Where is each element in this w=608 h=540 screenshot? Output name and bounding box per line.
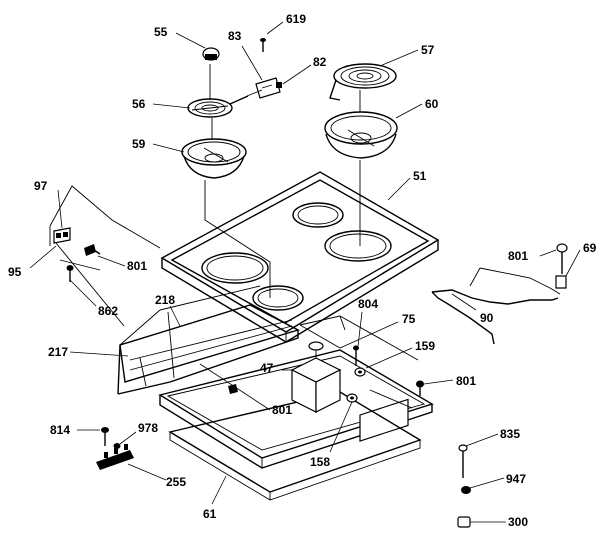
washer-947 [461, 486, 471, 494]
surface-unit-57 [329, 63, 397, 101]
label-83: 83 [228, 29, 242, 43]
label-814: 814 [50, 423, 70, 437]
front-rail-217 [117, 285, 300, 395]
grommet-158 [346, 393, 358, 403]
label-51: 51 [413, 169, 427, 183]
screw-619 [260, 38, 266, 52]
screw-801-left [84, 244, 101, 256]
screw-801-top-right [556, 243, 568, 274]
label-255: 255 [166, 475, 186, 489]
cooktop-top-51 [160, 171, 440, 343]
terminal-block-47 [290, 341, 342, 413]
label-947: 947 [506, 472, 526, 486]
bracket-97 [53, 227, 71, 244]
drip-pan-59 [181, 138, 247, 179]
label-97: 97 [34, 179, 48, 193]
label-159: 159 [415, 339, 435, 353]
label-60: 60 [425, 97, 439, 111]
label-90: 90 [480, 311, 494, 325]
label-158: 158 [310, 455, 330, 469]
clip-862 [66, 265, 74, 282]
screw-801-front [228, 384, 238, 394]
label-804: 804 [358, 297, 378, 311]
label-801c: 801 [456, 374, 476, 388]
label-59: 59 [132, 137, 146, 151]
left-side-frame [49, 185, 161, 327]
screw-814 [101, 427, 109, 446]
label-300: 300 [508, 515, 528, 529]
label-82: 82 [313, 55, 327, 69]
bottom-plate-61 [168, 391, 422, 501]
terminal-strip-255 [96, 444, 134, 470]
label-801a: 801 [127, 259, 147, 273]
drip-pan-60 [324, 111, 398, 159]
bolt-835 [458, 444, 468, 478]
label-835: 835 [500, 427, 520, 441]
wire-90 [431, 267, 561, 345]
bracket-69 [555, 275, 567, 289]
grommet-159 [354, 367, 366, 377]
surface-unit-56 [187, 95, 249, 118]
label-95: 95 [8, 265, 22, 279]
label-57: 57 [421, 43, 435, 57]
screw-801-right [416, 380, 424, 396]
label-47: 47 [260, 361, 274, 375]
label-69: 69 [583, 241, 597, 255]
alignment-lines [204, 64, 361, 298]
part-labels: 55 83 619 82 57 56 60 59 51 97 801 95 86… [8, 12, 597, 529]
label-978: 978 [138, 421, 158, 435]
leader-lines [29, 21, 581, 523]
label-862: 862 [98, 304, 118, 318]
screw-804 [353, 345, 359, 366]
label-801d: 801 [272, 403, 292, 417]
label-217: 217 [48, 345, 68, 359]
nut-300 [457, 516, 471, 528]
label-56: 56 [132, 97, 146, 111]
label-75: 75 [402, 312, 416, 326]
label-801b: 801 [508, 249, 528, 263]
support-75 [299, 315, 419, 361]
knob-55 [202, 47, 220, 61]
label-61: 61 [203, 507, 217, 521]
receptacle-83 [255, 77, 282, 99]
washer-978 [113, 443, 121, 449]
label-619: 619 [286, 12, 306, 26]
label-218: 218 [155, 293, 175, 307]
bottom-pan [158, 349, 434, 469]
label-55: 55 [154, 25, 168, 39]
